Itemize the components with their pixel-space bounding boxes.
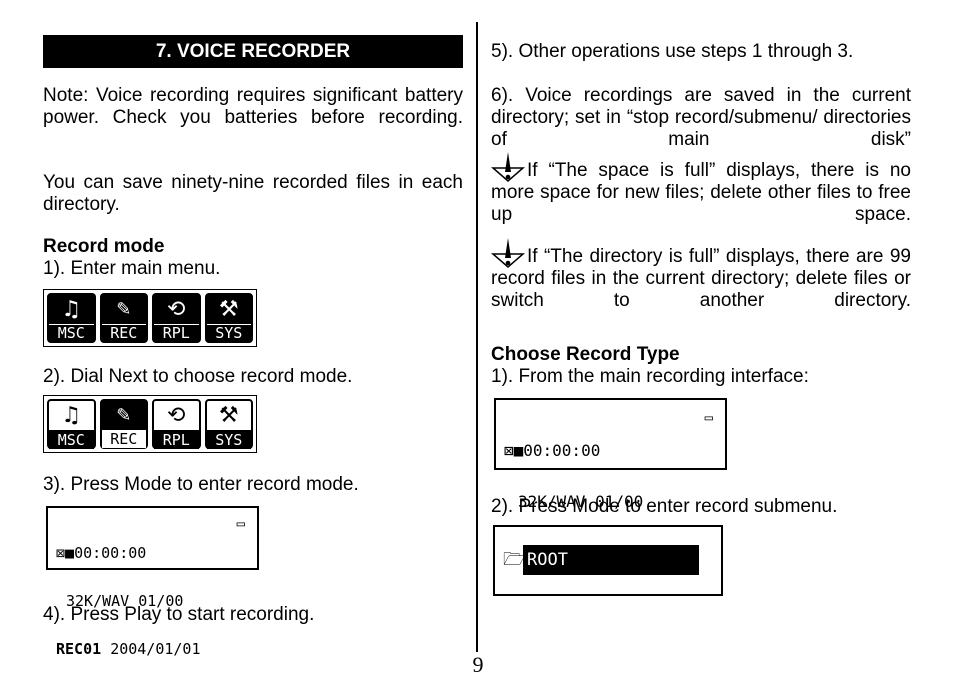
record-mode-title: Record mode [43,236,165,257]
record-type-title: Choose Record Type [491,344,680,365]
step-6: 6). Voice recordings are saved in the cu… [491,85,911,150]
music-note-icon: ♫ [61,297,82,322]
lcd-line-3: REC01 2004/01/01 [56,640,201,658]
save-info: You can save ninety-nine recorded files … [43,172,463,215]
warning-space-full: If “The space is full” displays, there i… [491,150,911,226]
tools-icon: ⚒ [218,403,239,428]
replay-icon: ⟲ [167,403,186,428]
column-divider [476,22,478,652]
warning-icon [491,152,525,182]
menu-sys: ⚒SYS [204,399,253,449]
lcd-line-2: 32K/WAV 01/00 [518,492,644,511]
step-1: 1). Enter main menu. [43,258,221,279]
tools-icon: ⚒ [218,297,239,322]
replay-icon: ⟲ [167,297,186,322]
battery-note: Note: Voice recording requires significa… [43,85,463,128]
music-note-icon: ♫ [61,403,82,428]
warning-icon [491,238,525,268]
step-4: 4). Press Play to start recording. [43,604,315,625]
menu-msc: ♫MSC [47,293,96,343]
lcd-record-screen: ⊠■00:00:00 ▭ 32K/WAV 01/00 REC01 2004/01/… [46,506,259,657]
step-5: 5). Other operations use steps 1 through… [491,41,854,62]
menu-rpl: ⟲RPL [152,293,201,343]
page-number: 9 [472,652,484,677]
menu-sys: ⚒SYS [204,293,253,343]
menu-rec-selected: ✎REC [99,399,148,449]
lcd-main-recording: ⊠■00:00:00▭ 32K/WAV 01/00 REC01 2004/01/… [494,398,727,561]
section-heading: 7. VOICE RECORDER [43,35,463,68]
lcd-line-2: 32K/WAV 01/00 [66,592,184,610]
lcd-line-1: ⊠■00:00:00 [504,441,601,460]
microphone-icon: ✎ [116,405,132,426]
microphone-icon: ✎ [116,299,132,320]
root-directory-item: ROOT [523,545,699,575]
type-step-2: 2). Press Mode to enter record submenu. [491,496,838,517]
menu-rec: ✎REC [99,293,148,343]
menu-rpl: ⟲RPL [152,399,201,449]
menu-msc: ♫MSC [47,399,96,449]
record-submenu-screen: 🗁 ROOT [493,525,723,596]
battery-icon: ▭ [704,410,713,426]
record-menu-strip: ♫MSC ✎REC ⟲RPL ⚒SYS [43,395,257,453]
battery-icon: ▭ [236,516,245,532]
folder-icon: 🗁 [503,549,526,569]
type-step-1: 1). From the main recording interface: [491,366,809,387]
warning-directory-full: If “The directory is full” displays, the… [491,236,911,312]
step-2: 2). Dial Next to choose record mode. [43,366,353,387]
main-menu-strip: ♫MSC ✎REC ⟲RPL ⚒SYS [43,289,257,347]
step-3: 3). Press Mode to enter record mode. [43,474,359,495]
lcd-line-1: ⊠■00:00:00 [56,544,147,562]
